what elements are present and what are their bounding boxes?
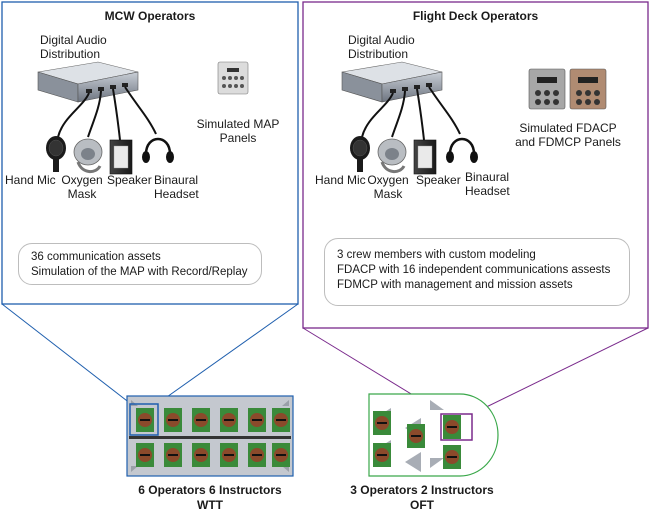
mcw-equipment-illustration bbox=[36, 60, 176, 176]
fdo-panel-label: Simulated FDACP and FDMCP Panels bbox=[512, 121, 624, 149]
fdacp-panel-icon bbox=[528, 68, 566, 110]
oft-caption-line2: OFT bbox=[410, 498, 434, 512]
mcw-oxygen-line2: Mask bbox=[67, 187, 97, 201]
mcw-info-line: Simulation of the MAP with Record/Replay bbox=[31, 266, 248, 278]
mcw-speaker-label: Speaker bbox=[107, 173, 152, 187]
oft-floor-plan bbox=[368, 393, 499, 477]
wtt-highlight bbox=[129, 403, 159, 436]
fdo-title: Flight Deck Operators bbox=[412, 9, 539, 23]
fdo-panel-label-line1: Simulated FDACP bbox=[519, 121, 617, 135]
wtt-caption-line2: WTT bbox=[197, 498, 223, 512]
fdo-info-line: 3 crew members with custom modeling bbox=[337, 249, 536, 261]
mcw-hand-mic-label: Hand Mic bbox=[5, 173, 56, 187]
mcw-oxygen-line1: Oxygen bbox=[61, 173, 103, 187]
fdo-info-box: 3 crew members with custom modeling FDAC… bbox=[324, 238, 630, 306]
map-panel-icon bbox=[217, 61, 249, 95]
fdo-hand-mic-label: Hand Mic bbox=[315, 173, 366, 187]
mcw-title: MCW Operators bbox=[104, 9, 196, 23]
mcw-device-label-line1: Digital Audio bbox=[40, 33, 107, 47]
fdo-headset-line1: Binaural bbox=[465, 170, 510, 184]
fdo-speaker-label: Speaker bbox=[416, 173, 461, 187]
fdo-equipment-illustration bbox=[340, 60, 480, 176]
mcw-panel-frame bbox=[1, 1, 299, 305]
fdo-device-label: Digital Audio Distribution bbox=[348, 33, 415, 61]
fdmcp-panel-icon bbox=[569, 68, 607, 110]
mcw-oxygen-mask-label: Oxygen Mask bbox=[54, 173, 110, 201]
fdo-info-line: FDMCP with management and mission assets bbox=[337, 279, 573, 291]
fdo-oxygen-line2: Mask bbox=[373, 187, 403, 201]
fdo-panel-label-line2: and FDMCP Panels bbox=[515, 135, 621, 149]
mcw-headset-line2: Headset bbox=[154, 187, 199, 201]
mcw-panel-label-line2: Panels bbox=[219, 131, 257, 145]
wtt-caption: 6 Operators 6 Instructors WTT bbox=[110, 483, 310, 513]
fdo-headset-line2: Headset bbox=[465, 184, 510, 198]
fdo-oxygen-mask-label: Oxygen Mask bbox=[360, 173, 416, 201]
wtt-caption-line1: 6 Operators 6 Instructors bbox=[138, 483, 282, 497]
oft-caption-line1: 3 Operators 2 Instructors bbox=[350, 483, 494, 497]
fdo-panel-frame bbox=[302, 1, 649, 329]
mcw-info-box: 36 communication assets Simulation of th… bbox=[18, 243, 262, 285]
oft-caption: 3 Operators 2 Instructors OFT bbox=[337, 483, 507, 513]
oft-highlight bbox=[440, 413, 473, 441]
mcw-headset-label: Binaural Headset bbox=[154, 173, 199, 201]
fdo-device-label-line2: Distribution bbox=[348, 47, 409, 61]
fdo-info-line: FDACP with 16 independent communications… bbox=[337, 264, 611, 276]
fdo-headset-label: Binaural Headset bbox=[465, 170, 510, 198]
mcw-headset-line1: Binaural bbox=[154, 173, 199, 187]
mcw-panel-label-line1: Simulated MAP bbox=[196, 117, 280, 131]
mcw-info-line: 36 communication assets bbox=[31, 251, 161, 263]
fdo-oxygen-line1: Oxygen bbox=[367, 173, 409, 187]
wtt-floor-plan bbox=[126, 395, 294, 477]
fdo-device-label-line1: Digital Audio bbox=[348, 33, 415, 47]
mcw-device-label: Digital Audio Distribution bbox=[40, 33, 107, 61]
mcw-device-label-line2: Distribution bbox=[40, 47, 101, 61]
mcw-panel-label: Simulated MAP Panels bbox=[190, 117, 286, 145]
